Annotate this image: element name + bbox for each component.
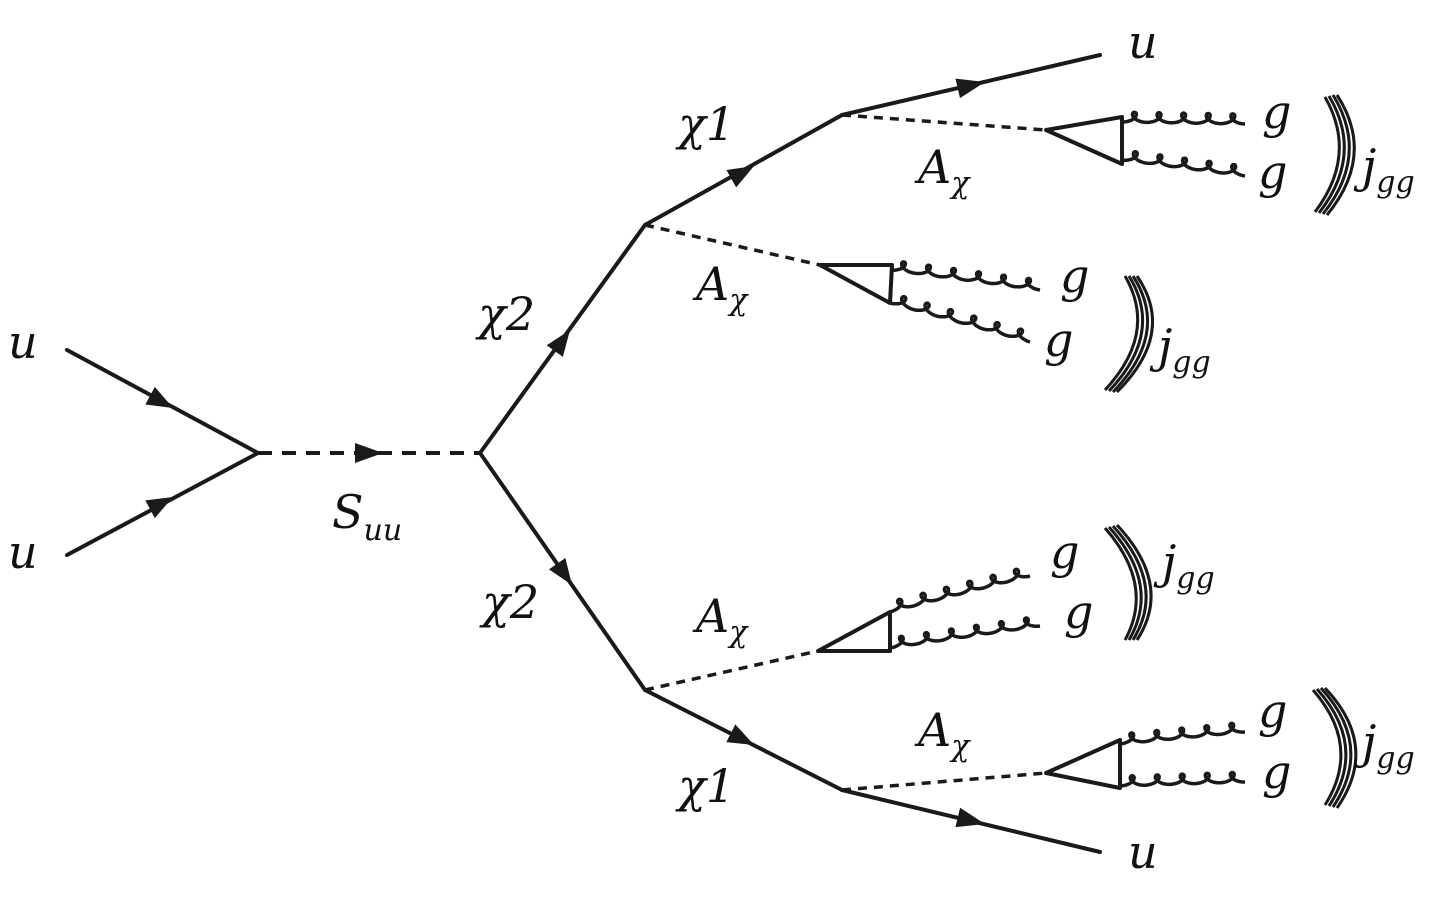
arrow-chi2-top xyxy=(546,330,570,357)
a-chi-2-propagator xyxy=(644,223,821,267)
label-chi2-bottom: χ2 xyxy=(479,575,539,629)
label-a-chi-2-main: A xyxy=(692,257,729,311)
label-jet-4: jgg xyxy=(1353,715,1415,776)
label-a-chi-4: Aχ xyxy=(914,703,971,764)
label-a-chi-2-sub: χ xyxy=(727,283,749,318)
label-gluon-3b: g xyxy=(1064,585,1093,639)
jet-bracket-1 xyxy=(1313,94,1356,216)
jet-bracket-2 xyxy=(1103,275,1154,394)
label-mediator: Suu xyxy=(332,485,402,548)
label-gluon-2a: g xyxy=(1060,249,1089,303)
label-gluon-1b: g xyxy=(1258,145,1287,199)
triangle-loop-4 xyxy=(1044,738,1122,790)
arrow-chi1-bottom xyxy=(726,724,754,745)
label-jet-2-sub: gg xyxy=(1172,345,1210,380)
label-outgoing-u-top: u xyxy=(1128,15,1158,69)
label-a-chi-1-sub: χ xyxy=(949,166,971,201)
label-incoming-u-bottom: u xyxy=(8,525,38,579)
a-chi-3-propagator xyxy=(644,649,819,692)
gluon-2a xyxy=(889,260,1041,292)
label-a-chi-3-sub: χ xyxy=(727,615,749,650)
label-jet-3: jgg xyxy=(1153,535,1215,596)
label-gluon-3a: g xyxy=(1050,525,1079,579)
arrow-in-top xyxy=(145,386,173,408)
label-gluon-2b: g xyxy=(1044,313,1073,367)
label-gluon-4a: g xyxy=(1258,684,1287,738)
jet-bracket-3 xyxy=(1103,523,1153,641)
arrow-out-bottom xyxy=(955,807,985,828)
jet-bracket-4 xyxy=(1311,686,1358,809)
label-a-chi-2: Aχ xyxy=(692,257,749,318)
a-chi-1-propagator xyxy=(841,113,1047,132)
triangle-loop-3 xyxy=(816,610,892,653)
gluon-2b xyxy=(889,294,1031,344)
label-a-chi-3: Aχ xyxy=(692,589,749,650)
gluon-4a xyxy=(1119,721,1246,746)
label-jet-3-sub: gg xyxy=(1176,561,1214,596)
gluon-3a xyxy=(889,567,1031,614)
label-jet-3-main: j xyxy=(1153,535,1176,589)
arrow-chi1-top xyxy=(726,166,754,188)
gluon-3b xyxy=(889,616,1041,650)
triangle-loop-2 xyxy=(818,263,894,305)
gluon-lines xyxy=(889,110,1246,788)
label-a-chi-4-main: A xyxy=(914,703,951,757)
label-mediator-sub: uu xyxy=(364,513,403,548)
a-chi-4-propagator xyxy=(841,771,1047,792)
label-jet-2: jgg xyxy=(1149,319,1211,380)
label-outgoing-u-bottom: u xyxy=(1128,825,1158,879)
arrow-out-top xyxy=(955,78,985,99)
label-chi1-top: χ1 xyxy=(675,97,735,151)
gluon-1a xyxy=(1122,110,1246,126)
arrow-mediator xyxy=(355,443,383,463)
gluon-1b xyxy=(1121,150,1246,178)
arrow-in-bottom xyxy=(145,497,173,519)
label-chi1-bottom: χ1 xyxy=(675,759,735,813)
label-jet-4-sub: gg xyxy=(1376,741,1414,776)
label-chi2-top: χ2 xyxy=(475,287,535,341)
label-a-chi-4-sub: χ xyxy=(949,729,971,764)
gluon-4b xyxy=(1119,770,1245,788)
label-a-chi-1-main: A xyxy=(914,140,951,194)
label-mediator-main: S xyxy=(332,485,364,539)
label-jet-1: jgg xyxy=(1353,139,1415,200)
label-jet-1-main: j xyxy=(1353,139,1376,193)
label-incoming-u-top: u xyxy=(8,315,38,369)
label-gluon-1a: g xyxy=(1262,85,1291,139)
triangle-loop-1 xyxy=(1044,115,1124,166)
label-a-chi-1: Aχ xyxy=(914,140,971,201)
label-gluon-4b: g xyxy=(1262,745,1291,799)
label-jet-1-sub: gg xyxy=(1376,165,1414,200)
label-a-chi-3-main: A xyxy=(692,589,729,643)
arrow-chi2-bottom xyxy=(548,557,572,585)
